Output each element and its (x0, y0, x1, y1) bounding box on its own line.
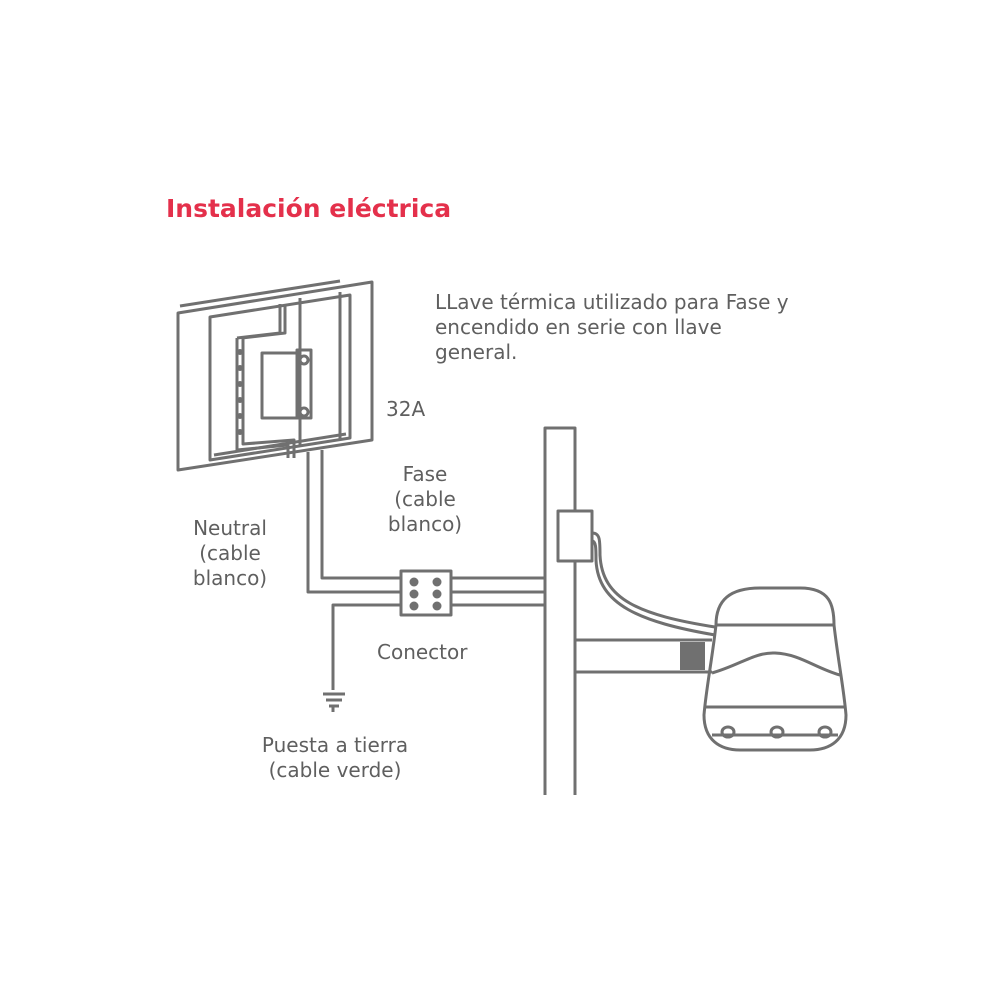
ground-line: (cable verde) (268, 758, 402, 782)
amperage-label: 32A (386, 397, 426, 421)
breaker-note-line: general. (435, 340, 518, 364)
breaker-note-line: LLave térmica utilizado para Fase y (435, 290, 789, 314)
fase-line: (cable (394, 487, 456, 511)
breaker-note: LLave térmica utilizado para Fase y ence… (435, 290, 789, 365)
cables (306, 450, 545, 690)
neutral-label: Neutral (cable blanco) (180, 516, 280, 591)
heater-cable (591, 531, 716, 637)
shower-heater (702, 586, 848, 752)
ground-line: Puesta a tierra (261, 733, 409, 757)
fase-line: Fase (402, 462, 448, 486)
wall-pole (543, 426, 594, 795)
breaker-note-line: encendido en serie con llave (435, 315, 722, 339)
neutral-line: (cable (199, 541, 261, 565)
fase-line: blanco) (387, 512, 463, 536)
support-arm (575, 638, 712, 674)
fase-label: Fase (cable blanco) (375, 462, 475, 537)
neutral-line: Neutral (193, 516, 267, 540)
breaker-panel (176, 279, 374, 472)
neutral-line: blanco) (192, 566, 268, 590)
ground-label: Puesta a tierra (cable verde) (240, 733, 430, 783)
ground-symbol (323, 692, 345, 712)
connector-block (399, 569, 453, 617)
diagram-title: Instalación eléctrica (166, 194, 452, 223)
connector-label: Conector (377, 640, 468, 664)
